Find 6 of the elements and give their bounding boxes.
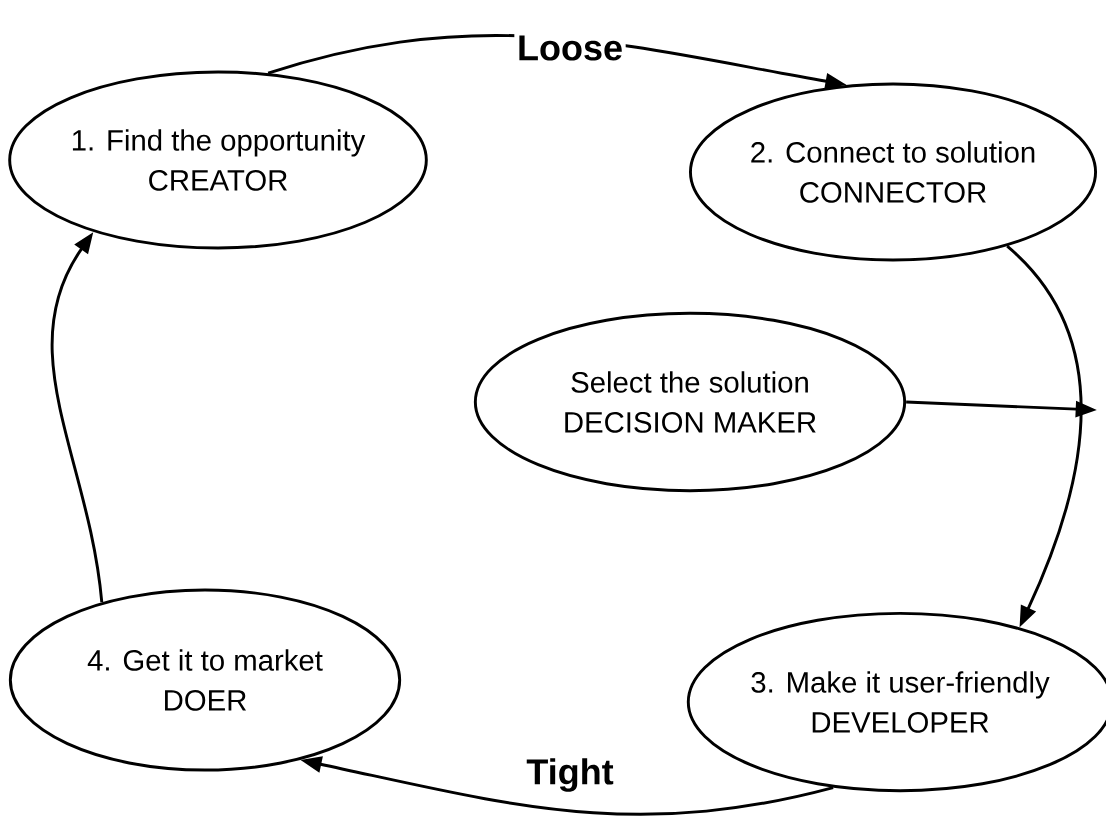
ellipse-node: 2. Connect to solution CONNECTOR [689,82,1098,262]
edge-label: Loose [514,32,626,64]
ellipse-node: 1. Find the opportunity CREATOR [8,70,428,250]
ellipse-node: 4. Get it to market DOER [8,588,402,772]
edge-label: Tight [523,755,617,795]
ellipse-node: Select the solution DECISION MAKER [473,311,907,493]
